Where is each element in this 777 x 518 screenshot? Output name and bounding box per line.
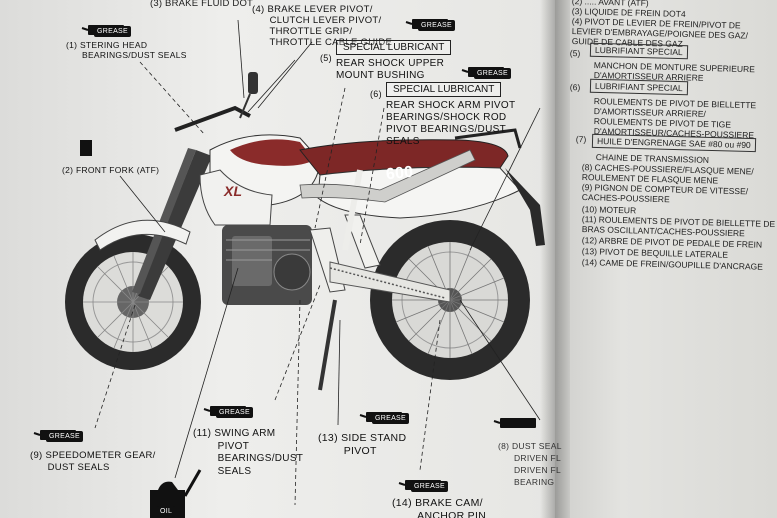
right-manual-page xyxy=(555,0,777,518)
label-item-5-box: SPECIAL LUBRICANT xyxy=(336,40,452,55)
atf-bottle-icon xyxy=(80,140,92,156)
fr-num-5: (5) xyxy=(569,48,581,59)
label-item-5-text: REAR SHOCK UPPER MOUNT BUSHING xyxy=(336,58,445,81)
front-fender xyxy=(94,219,191,251)
book-gutter-shadow xyxy=(540,0,570,518)
tank-stripe xyxy=(230,139,314,166)
fr-num-6: (6) xyxy=(569,82,581,93)
label-item-13: (13) SIDE STAND PIVOT xyxy=(318,432,407,457)
grease-badge-4: GREASE xyxy=(418,20,455,31)
label-item-4: (4) BRAKE LEVER PIVOT/ CLUTCH LEVER PIVO… xyxy=(252,4,393,48)
radiator-shroud xyxy=(199,169,273,226)
label-item-3: (3) BRAKE FLUID DOT xyxy=(150,0,254,9)
grease-badge-1: GREASE xyxy=(94,26,131,37)
grease-badge-11: GREASE xyxy=(216,407,253,418)
bike-side-decal: XL xyxy=(224,183,243,199)
label-item-5-num: (5) xyxy=(320,53,332,63)
label-item-11: (11) SWING ARM PIVOT BEARINGS/DUST SEALS xyxy=(193,428,304,477)
leader-lines xyxy=(94,19,541,506)
label-item-14: (14) BRAKE CAM/ ANCHOR PIN xyxy=(392,497,487,518)
grease-badge-13: GREASE xyxy=(372,413,409,424)
grease-badge-6: GREASE xyxy=(474,68,511,79)
label-item-6-text: REAR SHOCK ARM PIVOT BEARINGS/SHOCK ROD … xyxy=(386,100,516,147)
fr-box-6: LUBRIFIANT SPECIAL xyxy=(589,78,688,96)
label-item-2: (2) FRONT FORK (ATF) xyxy=(62,165,160,175)
side-stand xyxy=(318,299,337,391)
handlebar xyxy=(174,72,258,132)
label-item-6-num: (6) xyxy=(370,89,382,99)
front-wheel xyxy=(65,234,201,370)
fr-num-7: (7) xyxy=(575,134,587,145)
bike-tank-decal: 600 xyxy=(385,163,415,184)
engine xyxy=(222,225,312,305)
label-item-9: (9) SPEEDOMETER GEAR/ DUST SEALS xyxy=(30,450,156,473)
label-item-8: (8) DUST SEAL DRIVEN FL DRIVEN FL BEARIN… xyxy=(498,441,562,487)
grease-badge-14: GREASE xyxy=(411,481,448,492)
label-item-1: (1) STERING HEAD BEARINGS/DUST SEALS xyxy=(66,40,187,60)
oil-badge: OIL xyxy=(157,506,176,517)
grease-badge-9: GREASE xyxy=(46,431,83,442)
label-item-6-box: SPECIAL LUBRICANT xyxy=(386,82,502,97)
rear-rack xyxy=(454,128,545,246)
fr-box-5: LUBRIFIANT SPECIAL xyxy=(589,42,688,60)
